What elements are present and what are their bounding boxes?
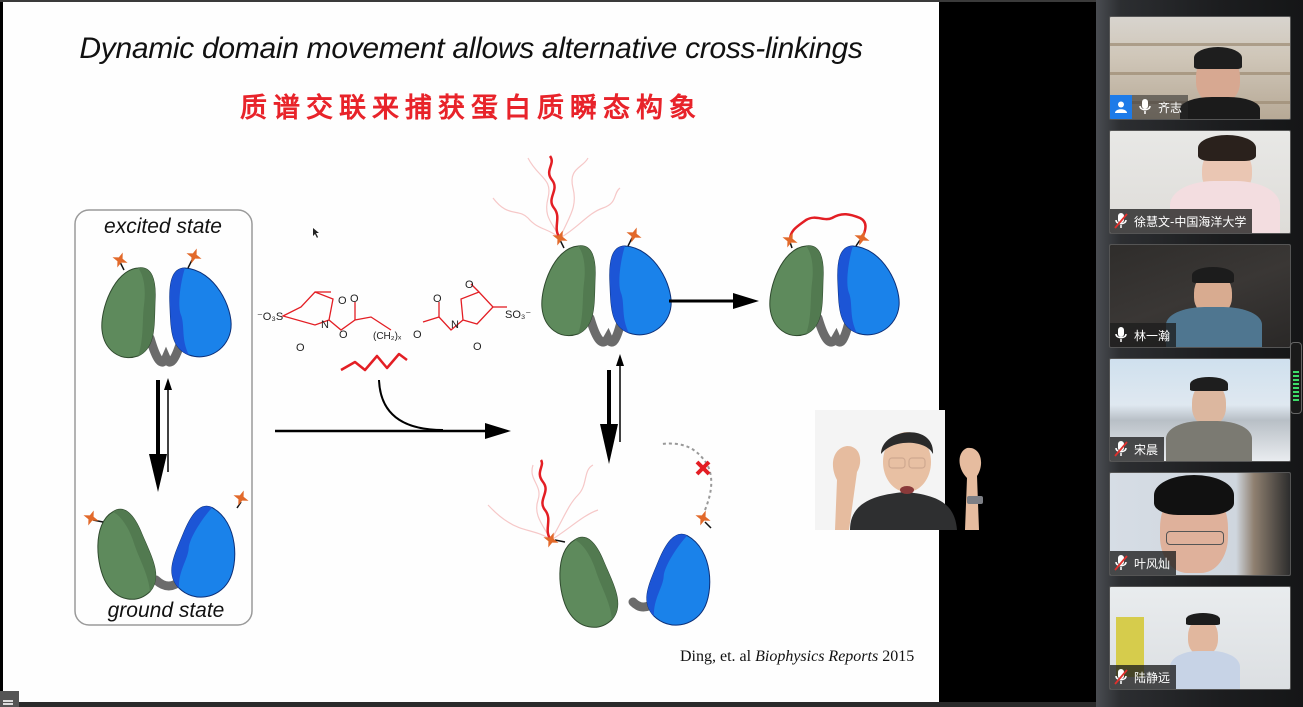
- window-top-border: [0, 0, 1303, 2]
- participant-nametag: 齐志: [1110, 95, 1189, 119]
- svg-text:ground state: ground state: [108, 599, 225, 622]
- slide-subtitle: 质谱交联来捕获蛋白质瞬态构象: [240, 93, 702, 124]
- crosslinking-diagram: excited state ground state: [74, 155, 900, 637]
- microphone-muted-icon: [1114, 213, 1128, 229]
- svg-text:SO₃⁻: SO₃⁻: [505, 309, 531, 321]
- toolbar-toggle-button[interactable]: [0, 691, 19, 707]
- bottom-strip: [0, 702, 1096, 707]
- host-icon: [1110, 95, 1132, 119]
- participant-nametag: 陆静远: [1110, 665, 1177, 689]
- svg-text:O: O: [473, 341, 482, 353]
- svg-text:O: O: [433, 293, 442, 305]
- svg-text:O: O: [296, 342, 305, 354]
- participant-name: 叶风灿: [1134, 556, 1171, 571]
- participant-name: 陆静远: [1134, 670, 1171, 685]
- participant-tile[interactable]: 徐慧文-中国海洋大学: [1109, 130, 1291, 234]
- participant-nametag: 叶风灿: [1110, 551, 1177, 575]
- participant-nametag: 徐慧文-中国海洋大学: [1110, 209, 1253, 233]
- svg-text:N: N: [451, 319, 459, 331]
- participant-nametag: 林一瀚: [1110, 323, 1177, 347]
- microphone-icon: [1139, 99, 1151, 114]
- slide-title: Dynamic domain movement allows alternati…: [79, 32, 863, 65]
- gallery-scrollbar[interactable]: [1290, 342, 1302, 414]
- microphone-muted-icon: [1114, 555, 1128, 571]
- svg-text:N: N: [321, 319, 329, 331]
- svg-text:O: O: [465, 279, 474, 291]
- empty-video-area: [939, 2, 1096, 707]
- participant-name: 徐慧文-中国海洋大学: [1134, 214, 1247, 229]
- microphone-muted-icon: [1114, 441, 1128, 457]
- svg-text:O: O: [413, 329, 422, 341]
- microphone-icon: [1115, 327, 1127, 342]
- presenter-figure: [815, 410, 990, 530]
- participant-name: 齐志: [1158, 100, 1183, 115]
- svg-text:O: O: [339, 329, 348, 341]
- participant-tile[interactable]: 叶风灿: [1109, 472, 1291, 576]
- svg-text:O: O: [338, 295, 347, 307]
- audio-level-indicator: [1293, 371, 1299, 403]
- presenter-video[interactable]: [815, 410, 990, 530]
- participant-name: 林一瀚: [1134, 328, 1171, 343]
- participant-tile[interactable]: 陆静远: [1109, 586, 1291, 690]
- shared-slide: Dynamic domain movement allows alternati…: [3, 2, 939, 702]
- participant-name: 宋晨: [1134, 442, 1159, 457]
- participant-nametag: 宋晨: [1110, 437, 1165, 461]
- svg-text:⁻O₃S: ⁻O₃S: [257, 311, 283, 323]
- svg-text:(CH₂)ₓ: (CH₂)ₓ: [373, 331, 402, 342]
- microphone-muted-icon: [1114, 669, 1128, 685]
- participant-tile[interactable]: 林一瀚: [1109, 244, 1291, 348]
- svg-text:excited state: excited state: [104, 215, 222, 238]
- participant-tile[interactable]: 齐志: [1109, 16, 1291, 120]
- svg-text:O: O: [350, 293, 359, 305]
- citation: Ding, et. al Biophysics Reports 2015: [680, 648, 915, 665]
- menu-icon: [3, 700, 13, 702]
- participant-tile[interactable]: 宋晨: [1109, 358, 1291, 462]
- participant-gallery: 齐志 徐慧文-中国海洋大学 林一瀚 宋晨: [1096, 0, 1303, 707]
